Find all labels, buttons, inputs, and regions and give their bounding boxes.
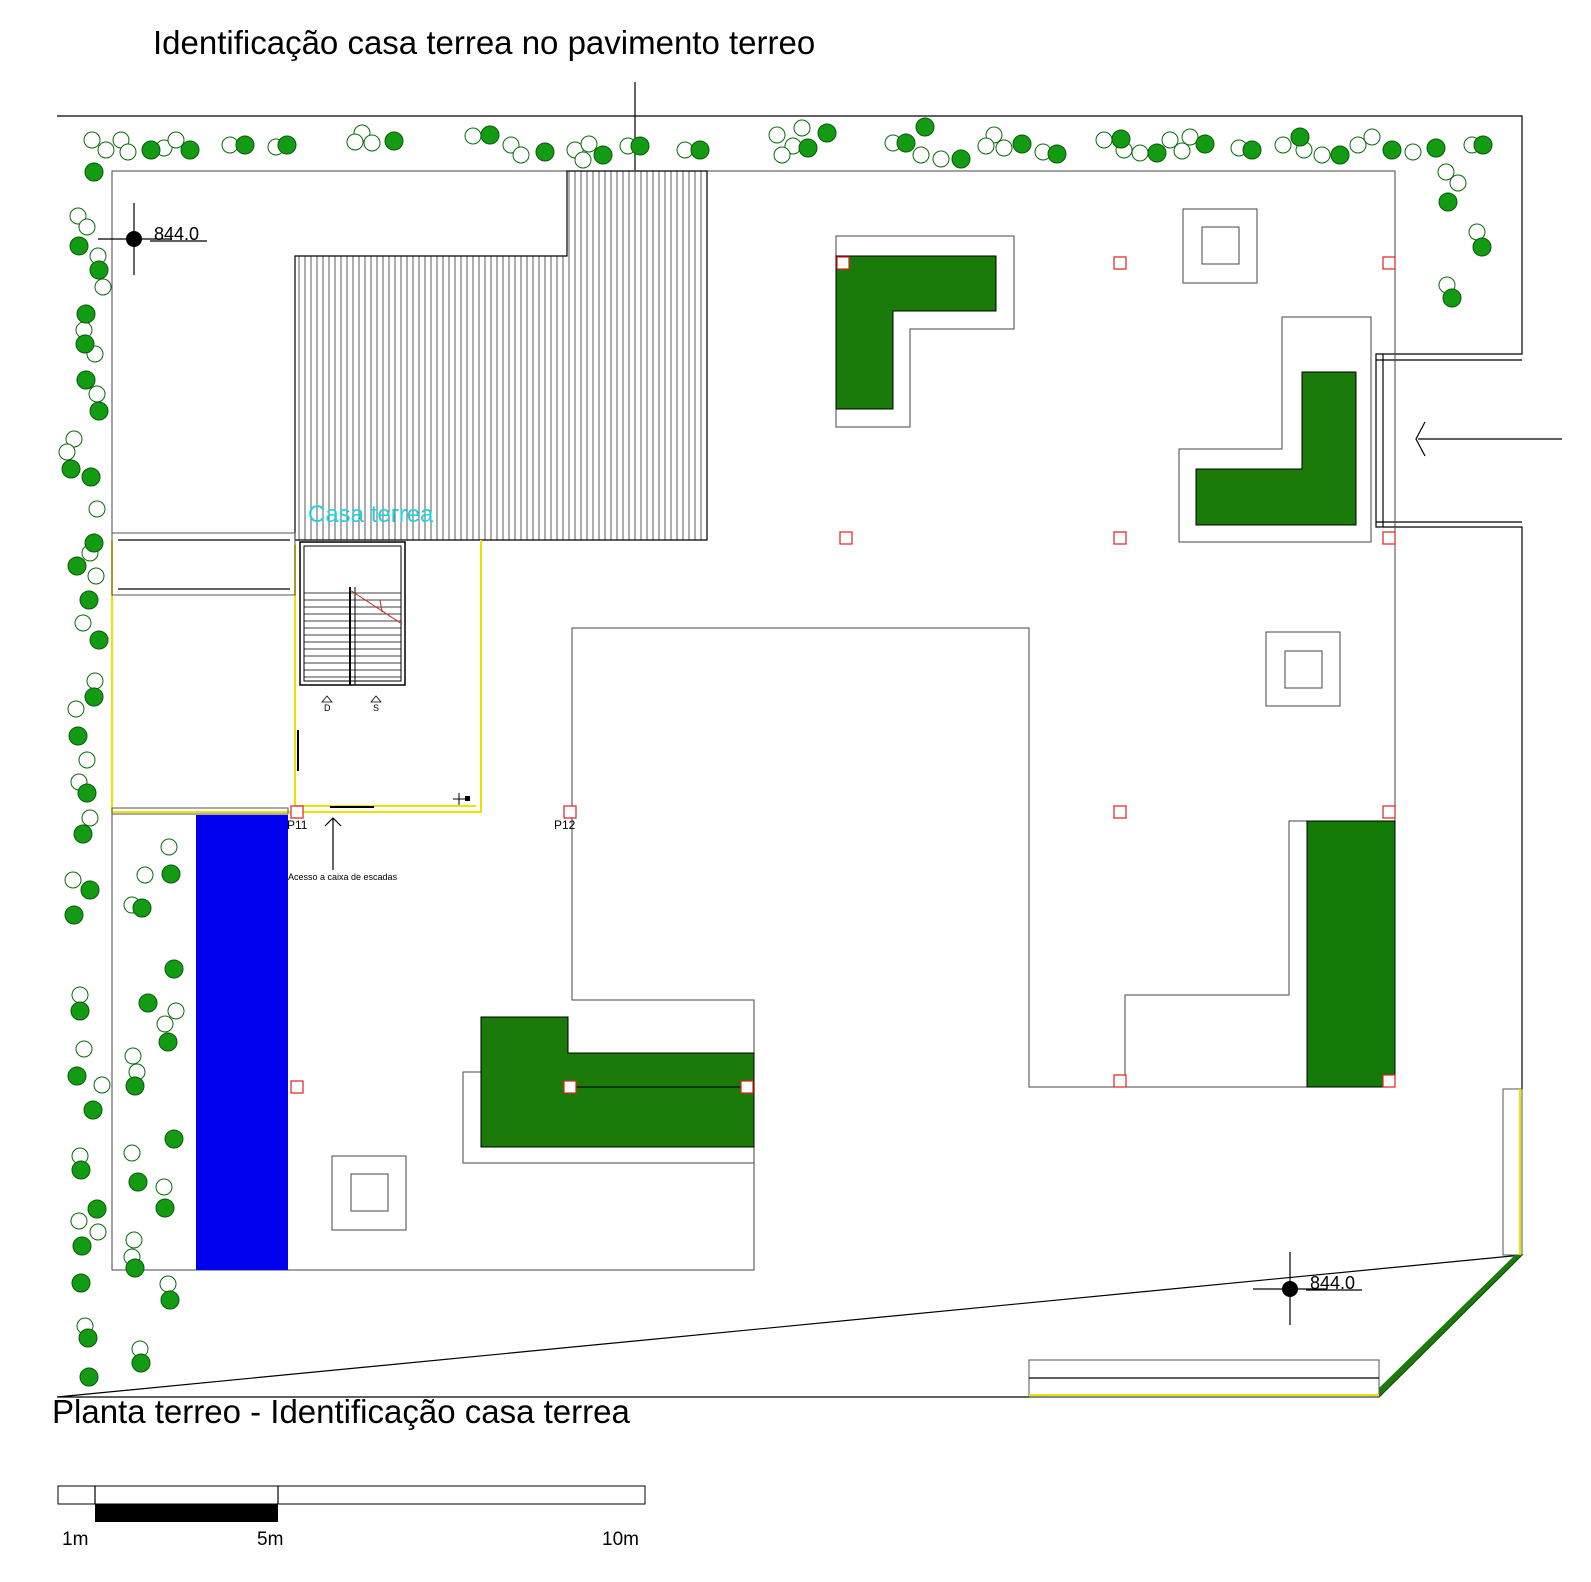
scale-bar: 1m 5m 10m: [57, 1485, 646, 1550]
level-marker-1: 844.0: [98, 203, 207, 275]
stair-access-note: Acesso a caixa de escadas: [288, 872, 398, 882]
green-edge-strip: [1379, 1255, 1522, 1397]
pool: [196, 815, 288, 1270]
planters: [462, 235, 1396, 1164]
bottom-title: Planta terreo - Identificação casa terre…: [52, 1393, 630, 1430]
pillars: [290, 256, 1396, 1094]
scale-label-5m: 5m: [257, 1529, 283, 1550]
landscape-shrubs: [58, 117, 1493, 1387]
level-label-1: 844.0: [154, 224, 199, 244]
pillar-label-p11: P11: [287, 818, 308, 832]
stair-mark-s: S: [373, 703, 379, 713]
stair-mark-d: D: [324, 703, 331, 713]
top-title: Identificação casa terrea no pavimento t…: [153, 24, 815, 61]
level-label-2: 844.0: [1310, 1273, 1355, 1293]
scale-label-1m: 1m: [62, 1529, 88, 1550]
house-yellow-outline: [111, 540, 482, 813]
building-outline: [111, 170, 1396, 1271]
entrance-arrow: [1415, 421, 1562, 457]
level-marker-2: 844.0: [1253, 1252, 1362, 1325]
scale-label-10m: 10m: [602, 1529, 639, 1550]
house-label: Casa terrea: [308, 501, 434, 528]
pillar-label-p12: P12: [554, 818, 576, 832]
tree-pits: [331, 208, 1341, 1231]
staircase: D S: [297, 541, 470, 808]
roof-hatching: [298, 171, 702, 540]
